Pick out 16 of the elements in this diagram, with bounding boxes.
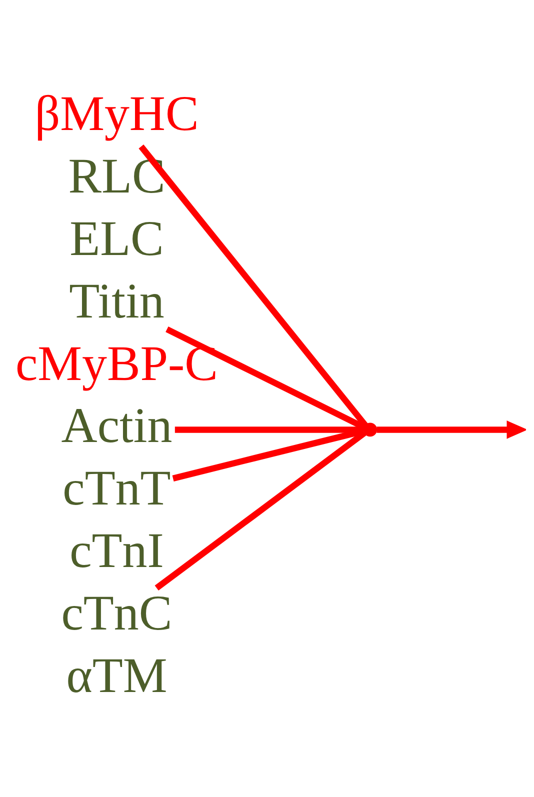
node-text: αTM [66,648,168,703]
connector [166,326,366,430]
node-text: Titin [69,273,164,328]
connector [138,144,368,428]
connector [174,426,364,433]
connector [154,430,366,591]
node-text: cTnI [70,522,164,578]
arrow [376,420,526,439]
node-text: Actin [61,398,172,454]
node-text: cTnT [62,460,171,516]
node-point [363,422,378,437]
node-text: cTnC [61,585,172,640]
node-text: cMyBP-C [16,336,218,391]
node-text: βMyHC [34,86,199,142]
node-text: ELC [70,210,164,266]
node-text: RLC [68,148,166,204]
